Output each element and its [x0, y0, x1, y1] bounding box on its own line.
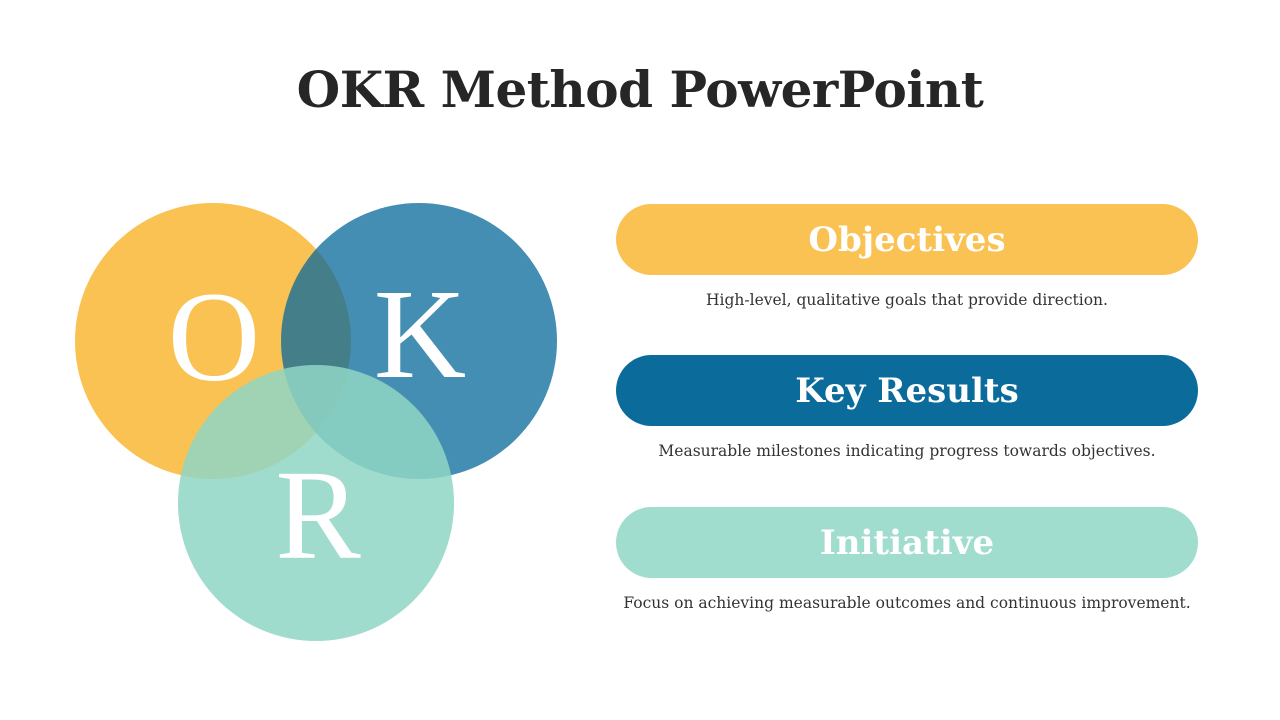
initiative-pill: Initiative	[616, 507, 1198, 578]
okr-venn-diagram: O K R	[75, 203, 557, 641]
initiative-circle	[178, 365, 454, 641]
letter-o: O	[168, 266, 260, 408]
letter-r: R	[275, 444, 361, 586]
page-title: OKR Method PowerPoint	[296, 60, 984, 119]
key-results-pill: Key Results	[616, 355, 1198, 426]
objectives-pill: Objectives	[616, 204, 1198, 275]
key-results-description: Measurable milestones indicating progres…	[658, 442, 1156, 460]
letter-k: K	[374, 263, 466, 405]
initiative-description: Focus on achieving measurable outcomes a…	[623, 594, 1191, 612]
objectives-description: High-level, qualitative goals that provi…	[706, 291, 1108, 309]
